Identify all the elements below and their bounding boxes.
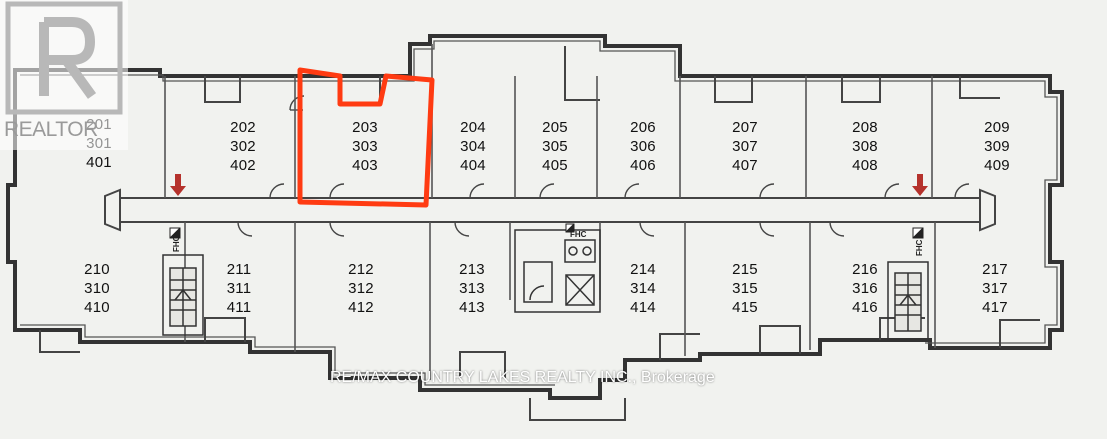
- realtor-r-icon: [5, 1, 123, 115]
- realtor-logo: REALTOR: [0, 0, 128, 150]
- service-core: [514, 229, 601, 313]
- highlight-outline: [297, 67, 435, 208]
- fhc-label-west: FHC: [172, 235, 181, 252]
- arrow-down-icon-west: [170, 174, 186, 196]
- arrow-icons: [170, 174, 928, 196]
- brokerage-watermark: RE/MAX COUNTRY LAKES REALTY INC., Broker…: [330, 369, 715, 386]
- corridor: [104, 188, 996, 232]
- stair-east: [887, 261, 929, 341]
- fhc-label-core: FHC: [570, 230, 587, 239]
- arrow-down-icon-east: [912, 174, 928, 196]
- north-walls: [164, 44, 933, 198]
- realtor-wordmark: REALTOR: [4, 118, 98, 141]
- stair-west: [162, 254, 204, 336]
- building-outline: [6, 34, 1064, 400]
- fhc-label-east: FHC: [915, 239, 924, 256]
